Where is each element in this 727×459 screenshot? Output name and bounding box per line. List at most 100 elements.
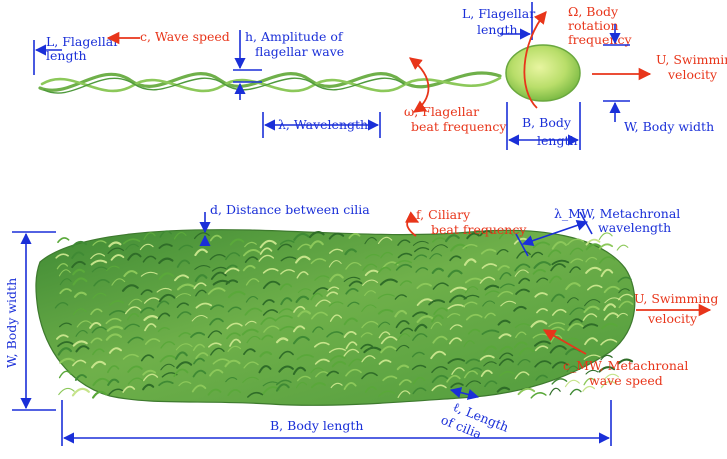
cilium-stroke xyxy=(326,370,339,377)
cilium-stroke xyxy=(296,354,314,361)
cilium-stroke xyxy=(208,342,222,348)
cilium-stroke xyxy=(243,249,261,257)
cilium-stroke xyxy=(278,365,294,373)
cilium-stroke xyxy=(533,340,551,347)
cilium-stroke xyxy=(481,329,500,335)
swimming-velocity-top-label-2: velocity xyxy=(667,67,718,82)
amplitude-label-2: flagellar wave xyxy=(255,44,344,59)
cilium-stroke xyxy=(109,299,125,306)
wavelength-label: λ, Wavelength xyxy=(278,117,368,132)
cilium-stroke xyxy=(618,300,634,309)
cilium-stroke xyxy=(431,366,448,374)
cilium-stroke xyxy=(515,288,530,295)
cilium-stroke xyxy=(315,371,330,378)
cilium-stroke xyxy=(499,272,512,280)
cilium-stroke xyxy=(328,347,347,353)
cilium-stroke xyxy=(551,308,567,316)
cilium-stroke xyxy=(225,264,238,270)
cilium-stroke xyxy=(211,266,228,272)
cilium-stroke xyxy=(312,287,330,295)
cilium-stroke xyxy=(496,386,511,393)
cilium-stroke xyxy=(499,283,515,289)
cilium-stroke xyxy=(293,305,306,313)
cilium-stroke xyxy=(258,365,272,374)
cilium-stroke xyxy=(569,247,584,255)
cilium-stroke xyxy=(377,266,392,274)
cilium-stroke xyxy=(56,263,69,270)
cilium-stroke xyxy=(600,268,614,278)
cilium-stroke xyxy=(210,304,225,310)
cilium-stroke xyxy=(144,338,161,345)
cilium-stroke xyxy=(497,264,510,271)
cilium-stroke xyxy=(603,312,620,321)
cilium-stroke xyxy=(536,307,548,314)
cilium-stroke xyxy=(348,232,361,239)
cilium-stroke xyxy=(603,303,616,312)
cilium-stroke xyxy=(564,379,580,388)
cilium-stroke xyxy=(328,301,344,307)
cilium-stroke xyxy=(412,387,427,395)
cilium-stroke xyxy=(275,383,290,392)
cilium-stroke xyxy=(567,322,584,332)
cilium-stroke xyxy=(532,268,546,275)
cilium-stroke xyxy=(176,283,195,291)
wavelength-annotation: λ, Wavelength xyxy=(262,112,381,138)
cilium-stroke xyxy=(518,277,530,284)
body-length-top-annotation: B, Body length xyxy=(506,102,581,150)
cilium-stroke xyxy=(416,298,435,307)
cilium-stroke xyxy=(297,288,312,294)
cilium-stroke xyxy=(603,373,620,381)
cilium-stroke xyxy=(58,387,75,396)
cilium-stroke xyxy=(207,330,223,339)
cilium-stroke xyxy=(160,363,175,371)
cilium-stroke xyxy=(71,387,90,397)
cilium-stroke xyxy=(569,307,587,316)
cilium-stroke xyxy=(480,248,497,255)
cilium-stroke xyxy=(55,253,69,259)
cilium-stroke xyxy=(534,292,548,298)
cilium-stroke xyxy=(292,366,307,375)
cilium-stroke xyxy=(315,299,331,307)
cilium-stroke xyxy=(176,361,193,369)
cilium-stroke xyxy=(209,254,226,261)
cilium-stroke xyxy=(279,239,295,245)
cilium-stroke xyxy=(449,286,468,293)
cilium-stroke xyxy=(551,259,570,266)
cilium-stroke xyxy=(280,297,293,306)
cilium-stroke xyxy=(140,306,155,314)
cilium-stroke xyxy=(210,347,225,356)
cilium-stroke xyxy=(603,285,620,294)
cilium-stroke xyxy=(258,254,275,262)
cilium-stroke xyxy=(262,268,279,274)
cilium-stroke xyxy=(178,381,192,387)
cilium-stroke xyxy=(550,263,566,272)
cilium-stroke xyxy=(309,240,324,249)
cilium-stroke xyxy=(310,382,327,389)
cilium-stroke xyxy=(412,240,429,246)
body-length-bottom-annotation: B, Body length xyxy=(61,400,612,446)
cilium-stroke xyxy=(296,271,309,279)
cilium-stroke xyxy=(209,317,224,326)
cilium-stroke xyxy=(259,351,273,358)
beat-frequency-label-1: ω, Flagellar xyxy=(404,104,479,119)
cilium-stroke xyxy=(91,360,107,369)
cilium-stroke xyxy=(73,291,87,298)
cilium-stroke xyxy=(126,313,140,321)
cilium-stroke xyxy=(570,258,584,264)
cilium-stroke xyxy=(397,252,413,259)
cilium-stroke xyxy=(111,278,126,286)
cilium-stroke xyxy=(310,292,323,301)
cilium-stroke xyxy=(549,345,567,354)
cilium-stroke xyxy=(308,231,325,239)
cilium-stroke xyxy=(89,321,102,329)
cilium-stroke xyxy=(363,346,382,354)
cilium-stroke xyxy=(514,371,530,380)
cilium-stroke xyxy=(345,341,358,350)
swimming-velocity-bottom-label-1: U, Swimming xyxy=(634,291,718,306)
cilium-stroke xyxy=(142,369,157,376)
cilium-stroke xyxy=(431,267,444,274)
cilium-stroke xyxy=(313,341,330,348)
cilium-stroke xyxy=(106,325,124,332)
cilium-stroke xyxy=(227,290,246,299)
cilium-stroke xyxy=(411,364,427,371)
